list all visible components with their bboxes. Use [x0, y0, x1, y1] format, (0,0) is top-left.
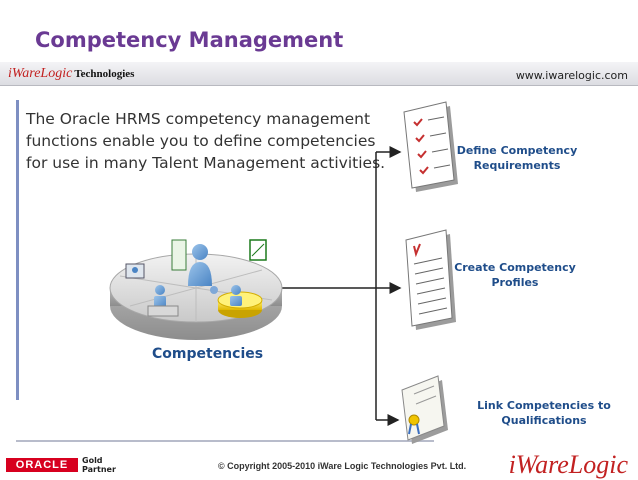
partner-line2: Partner	[82, 465, 116, 474]
footer-logo: iWareLogic	[509, 450, 628, 480]
brand-name: iWareLogic	[8, 66, 73, 81]
certificate-icon	[401, 375, 448, 444]
competency-wheel-illustration	[109, 239, 283, 340]
checklist-document-icon	[403, 101, 458, 192]
website-url[interactable]: www.iwarelogic.com	[515, 69, 628, 82]
brand-subtitle: Technologies	[74, 68, 135, 80]
copyright-text: © Copyright 2005-2010 iWare Logic Techno…	[218, 461, 467, 471]
step-label-define-line2: Requirements	[473, 159, 561, 172]
profile-document-icon	[405, 229, 456, 330]
step-label-create-line1: Create Competency	[454, 261, 576, 274]
step-label-link-line1: Link Competencies to	[477, 399, 611, 412]
page-title: Competency Management	[35, 28, 344, 52]
intro-text: The Oracle HRMS competency management fu…	[26, 110, 386, 172]
connector-lines	[278, 146, 402, 426]
oracle-logo: ORACLE	[6, 458, 78, 472]
header-bar	[0, 62, 638, 86]
step-label-define-line1: Define Competency	[456, 144, 578, 157]
partner-line1: Gold	[82, 456, 103, 465]
step-label-create: Create Competency Profiles	[450, 260, 580, 290]
gold-partner-badge: Gold Partner	[82, 456, 116, 474]
step-label-define: Define Competency Requirements	[452, 143, 582, 173]
step-label-create-line2: Profiles	[491, 276, 539, 289]
competencies-label: Competencies	[152, 346, 264, 362]
bottom-accent-line	[16, 440, 434, 442]
footer-logo-text: iWareLogic	[508, 450, 628, 479]
left-accent-line	[16, 100, 19, 400]
step-label-link: Link Competencies to Qualifications	[472, 398, 616, 428]
step-label-link-line2: Qualifications	[501, 414, 587, 427]
